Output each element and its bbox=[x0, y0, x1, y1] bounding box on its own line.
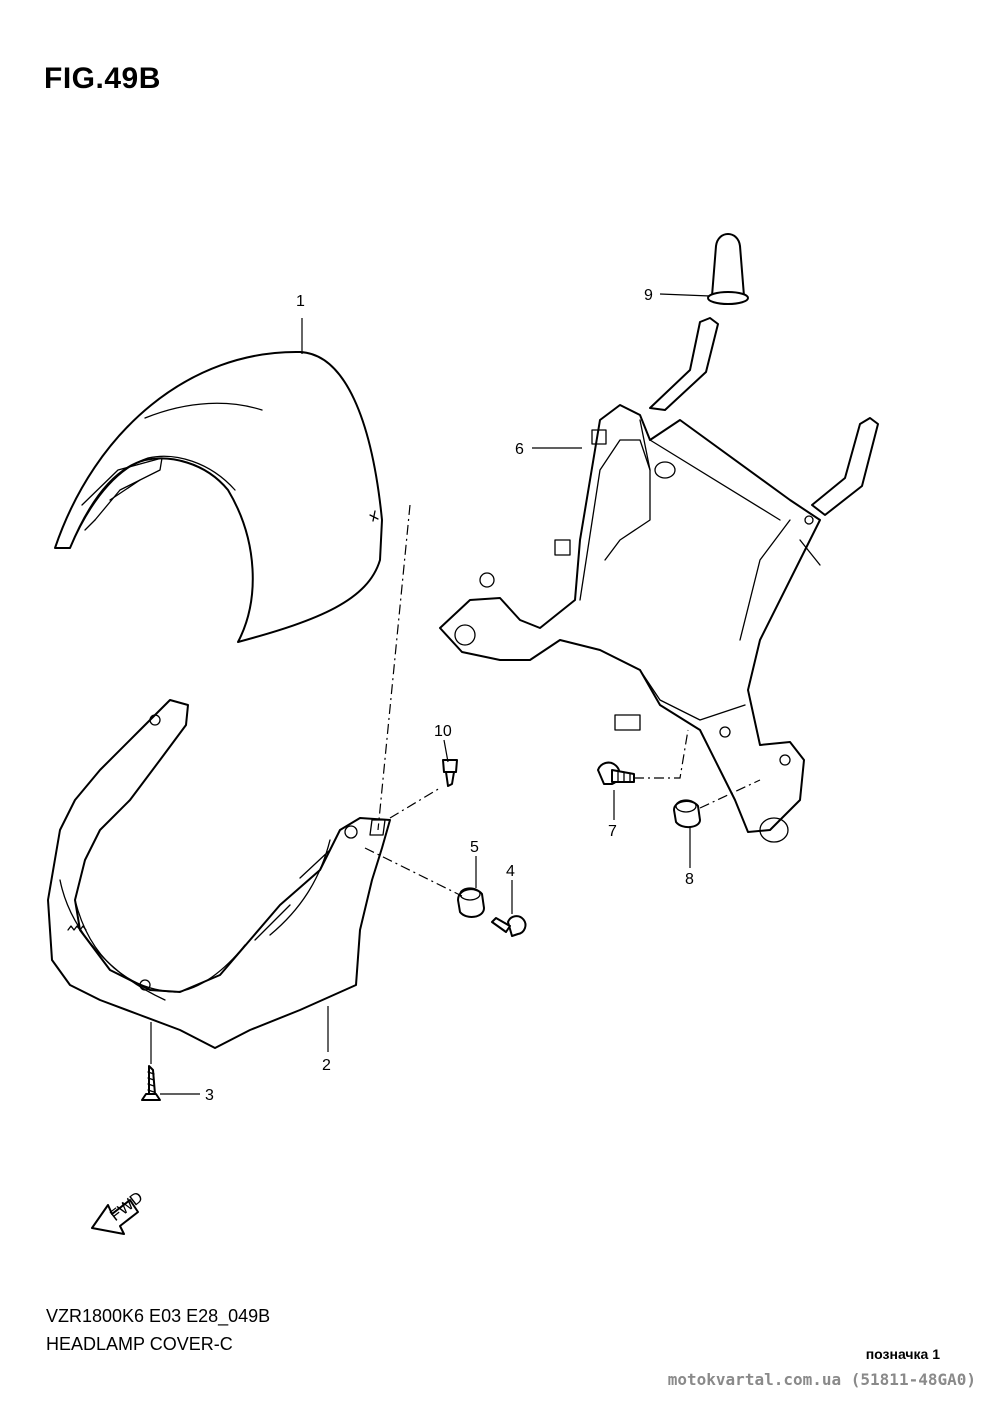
part-10-screw[interactable] bbox=[442, 759, 458, 787]
assembly-line-8 bbox=[699, 779, 761, 809]
callout-2: 2 bbox=[322, 1057, 331, 1074]
callout-3: 3 bbox=[205, 1087, 214, 1104]
assembly-line-1-2 bbox=[377, 504, 411, 831]
callout-5: 5 bbox=[470, 839, 479, 856]
figure-title: FIG.49B bbox=[44, 62, 161, 95]
leader-9 bbox=[659, 293, 711, 297]
figure-code: VZR1800K6 E03 E28_049B bbox=[46, 1306, 271, 1326]
callout-1: 1 bbox=[296, 293, 305, 310]
part-7-bolt[interactable] bbox=[597, 761, 635, 785]
part-1-headlamp-cover-upper[interactable] bbox=[54, 350, 383, 643]
part-9-rubber-cap[interactable] bbox=[707, 233, 749, 305]
part-3-screw[interactable] bbox=[141, 1065, 161, 1101]
fwd-arrow-icon: FWD bbox=[91, 1189, 146, 1235]
callout-7: 7 bbox=[608, 823, 617, 840]
callout-6: 6 bbox=[515, 441, 524, 458]
part-6-headlamp-bracket[interactable] bbox=[439, 317, 879, 843]
site-watermark: motokvartal.com.ua (51811-48GA0) bbox=[667, 1370, 976, 1389]
part-8-grommet[interactable] bbox=[673, 799, 701, 828]
callout-9: 9 bbox=[644, 287, 653, 304]
figure-name: HEADLAMP COVER-C bbox=[46, 1334, 233, 1354]
leader-10 bbox=[443, 739, 449, 763]
part-4-bolt[interactable] bbox=[491, 915, 527, 937]
callout-10: 10 bbox=[434, 723, 452, 740]
assembly-line-7 bbox=[634, 729, 689, 779]
part-5-grommet[interactable] bbox=[457, 887, 485, 918]
assembly-line-5 bbox=[364, 847, 463, 897]
mark-label: позначка 1 bbox=[865, 1346, 940, 1362]
leader-3 bbox=[150, 1022, 200, 1095]
callout-8: 8 bbox=[685, 871, 694, 888]
assembly-line-10 bbox=[389, 787, 441, 819]
callout-4: 4 bbox=[506, 863, 515, 880]
part-2-headlamp-cover-lower[interactable] bbox=[47, 699, 391, 1049]
